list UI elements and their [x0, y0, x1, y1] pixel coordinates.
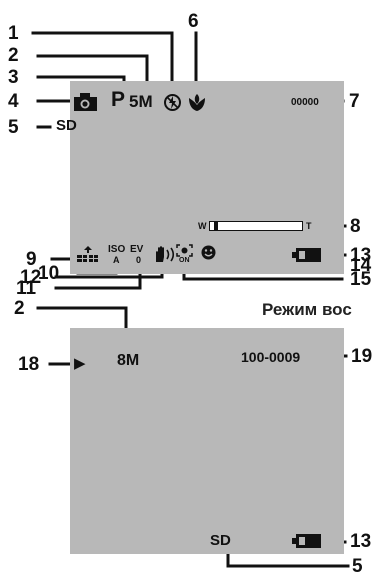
storage-sd: SD: [56, 117, 77, 134]
zoom-tele-label: T: [306, 221, 312, 231]
smile-icon: [201, 245, 216, 260]
lcd-screen-playback: ▶ 8M 100-0009 SD: [70, 328, 344, 554]
callout-6: 6: [188, 11, 199, 32]
callout-4: 4: [8, 91, 19, 112]
leader-1: [31, 31, 174, 84]
ev-value: 0: [136, 255, 142, 265]
callout-19: 19: [351, 346, 373, 367]
callout-18: 18: [18, 354, 40, 375]
callout-13: 13: [350, 245, 372, 266]
shot-counter: 00000: [291, 97, 319, 108]
callout-15: 15: [350, 269, 372, 290]
callout-bottom-13: 13: [350, 531, 372, 552]
iso-label: ISO: [108, 244, 126, 255]
callout-14: 14: [350, 255, 372, 276]
callout-10: 10: [38, 263, 60, 284]
callout-1: 1: [8, 23, 19, 44]
quality-stars-icon: [77, 246, 98, 262]
leader-bottom-5: [226, 551, 350, 568]
callout-11: 11: [16, 278, 37, 299]
iso-value: A: [113, 255, 120, 265]
battery-icon: [292, 534, 321, 548]
callout-9: 9: [26, 249, 37, 270]
callout-bottom-5: 5: [352, 556, 363, 577]
playback-mode-heading: Режим вос: [262, 300, 352, 319]
flash-off-icon: [164, 94, 181, 111]
callout-2: 2: [8, 45, 19, 66]
storage-sd: SD: [210, 532, 231, 549]
mode-letter: P: [111, 88, 126, 111]
hand-shake-icon: [156, 246, 175, 262]
callout-8: 8: [350, 216, 361, 237]
zoom-bar: [209, 221, 303, 231]
play-icon: ▶: [74, 355, 86, 372]
zoom-indicator: [214, 222, 218, 230]
zoom-wide-label: W: [198, 221, 207, 231]
face-detect-on: ON: [179, 257, 190, 264]
battery-icon: [292, 248, 321, 262]
ev-label: EV: [130, 244, 144, 255]
face-detect-icon: [176, 244, 193, 257]
macro-flower-icon: [189, 94, 205, 111]
lcd-screen-record: P 5M 00000 SD W T ISO A EV 0: [56, 81, 344, 274]
callout-12: 12: [20, 267, 42, 288]
resolution-label: 8M: [117, 352, 140, 369]
resolution-label: 5M: [129, 92, 153, 111]
file-number: 100-0009: [241, 349, 301, 365]
callout-bottom-2: 2: [14, 298, 25, 319]
camera-icon: [74, 93, 97, 111]
callout-5: 5: [8, 117, 19, 138]
callout-3: 3: [8, 67, 19, 88]
callout-7: 7: [349, 91, 360, 112]
